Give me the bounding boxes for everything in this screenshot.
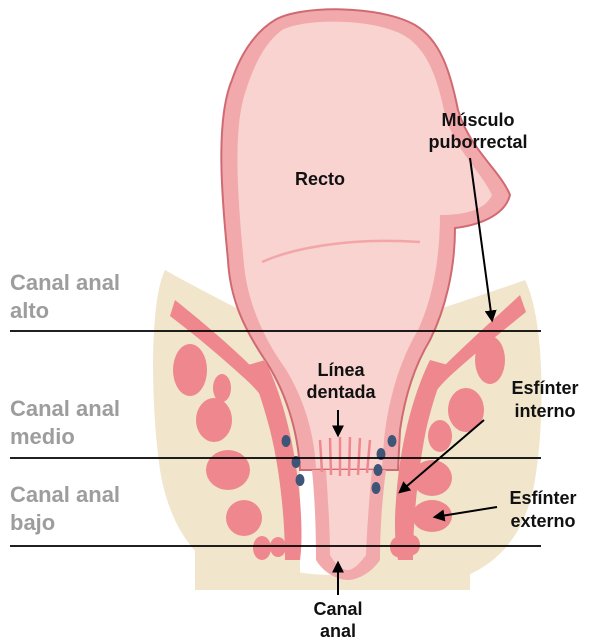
external-sphincter-right-3 <box>428 420 452 452</box>
external-sphincter-left-1 <box>173 344 207 396</box>
label-externo-2: externo <box>510 511 575 531</box>
label-interno-2: interno <box>515 401 576 421</box>
external-sphincter-left-5 <box>253 536 271 560</box>
label-linea-2: dentada <box>306 382 376 402</box>
region-bajo-1: Canal anal <box>10 482 120 507</box>
label-puborrectal-1: Músculo <box>441 110 514 130</box>
external-sphincter-left-2 <box>196 398 232 442</box>
region-medio-1: Canal anal <box>10 396 120 421</box>
region-alto-1: Canal anal <box>10 270 120 295</box>
label-interno-1: Esfínter <box>511 378 578 398</box>
region-medio-2: medio <box>10 424 75 449</box>
label-puborrectal-2: puborrectal <box>428 132 527 152</box>
label-linea-1: Línea <box>317 360 365 380</box>
anal-canal-lumen <box>326 470 372 570</box>
external-sphincter-right-6 <box>404 535 420 555</box>
external-sphincter-left-6 <box>270 537 286 557</box>
label-externo-1: Esfínter <box>509 488 576 508</box>
external-sphincter-left-3 <box>206 450 250 490</box>
region-bajo-2: bajo <box>10 510 55 535</box>
label-canal-2: anal <box>320 621 356 641</box>
external-sphincter-left-7 <box>213 374 231 402</box>
external-sphincter-right-7 <box>390 537 406 557</box>
external-sphincter-left-4 <box>226 500 262 536</box>
label-canal-1: Canal <box>313 599 362 619</box>
region-alto-2: alto <box>10 298 49 323</box>
external-sphincter-right-1 <box>475 336 505 384</box>
label-recto: Recto <box>295 169 345 189</box>
